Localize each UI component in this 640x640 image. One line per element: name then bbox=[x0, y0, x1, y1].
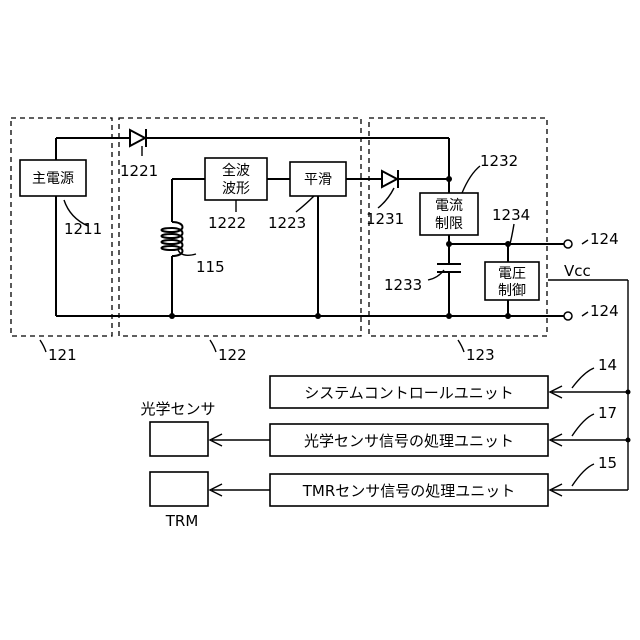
terminal-124-bottom bbox=[564, 312, 572, 320]
vcc-label: Vcc bbox=[564, 262, 591, 280]
smoothing-label: 平滑 bbox=[304, 171, 332, 188]
ref-1223: 1223 bbox=[268, 214, 306, 232]
node-current-limit-in bbox=[446, 176, 452, 182]
ref-1222: 1222 bbox=[208, 214, 246, 232]
trm-label: TRM bbox=[165, 512, 199, 530]
full-wave-label-1: 全波 bbox=[222, 162, 250, 179]
ref-1231: 1231 bbox=[366, 210, 404, 228]
ref-1234: 1234 bbox=[492, 206, 530, 224]
ref-124-top: 124 bbox=[590, 230, 619, 248]
ref-17: 17 bbox=[598, 404, 617, 422]
ref-121: 121 bbox=[48, 346, 77, 364]
voltage-control-label-2: 制御 bbox=[498, 283, 526, 299]
ref-1233: 1233 bbox=[384, 276, 422, 294]
optical-processing-label: 光学センサ信号の処理ユニット bbox=[304, 432, 514, 450]
node-coil-ground bbox=[169, 313, 175, 319]
current-limit-label-1: 電流 bbox=[435, 198, 463, 214]
ref-123: 123 bbox=[466, 346, 495, 364]
ref-1232: 1232 bbox=[480, 152, 518, 170]
leader-123 bbox=[458, 340, 464, 352]
diode-1221-icon bbox=[130, 130, 145, 146]
leader-14 bbox=[572, 368, 594, 388]
main-power-label: 主電源 bbox=[32, 171, 74, 187]
leader-124-top bbox=[582, 240, 588, 244]
leader-1234 bbox=[510, 224, 514, 244]
ref-122: 122 bbox=[218, 346, 247, 364]
leader-1232 bbox=[462, 166, 480, 193]
leader-1231 bbox=[378, 188, 394, 208]
terminal-124-top bbox=[564, 240, 572, 248]
node-vc-ground bbox=[505, 313, 511, 319]
ref-15: 15 bbox=[598, 454, 617, 472]
ref-14: 14 bbox=[598, 356, 617, 374]
leader-15 bbox=[572, 464, 594, 486]
voltage-control-label-1: 電圧 bbox=[498, 266, 526, 282]
ref-1211: 1211 bbox=[64, 220, 102, 238]
ref-115: 115 bbox=[196, 258, 225, 276]
leader-121 bbox=[40, 340, 46, 352]
current-limit-label-2: 制限 bbox=[435, 216, 463, 232]
coil-115-icon bbox=[162, 222, 183, 256]
full-wave-label-2: 波形 bbox=[222, 181, 250, 197]
leader-17 bbox=[572, 414, 594, 436]
optical-sensor-label: 光学センサ bbox=[140, 400, 215, 418]
node-smooth-ground bbox=[315, 313, 321, 319]
leader-1223 bbox=[296, 196, 314, 212]
system-control-label: システムコントロールユニット bbox=[304, 384, 514, 402]
leader-124-bottom bbox=[582, 312, 588, 316]
node-cap-ground bbox=[446, 313, 452, 319]
diode-1231-icon bbox=[382, 171, 397, 187]
trm-box bbox=[150, 472, 208, 506]
tmr-processing-label: TMRセンサ信号の処理ユニット bbox=[302, 482, 516, 500]
ref-124-bottom: 124 bbox=[590, 302, 619, 320]
optical-sensor-box bbox=[150, 422, 208, 456]
ref-1221: 1221 bbox=[120, 162, 158, 180]
leader-122 bbox=[210, 340, 216, 352]
